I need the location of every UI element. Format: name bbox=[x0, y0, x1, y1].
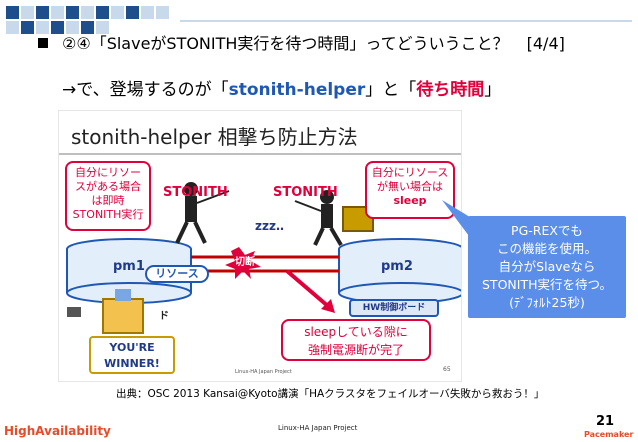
title-text: ②④「SlaveがSTONITH実行を待つ時間」ってどういうこと？ bbox=[62, 34, 509, 53]
arrow-head-icon bbox=[321, 299, 335, 313]
decor-square bbox=[66, 6, 79, 19]
decor-square bbox=[171, 6, 184, 19]
page-subtitle: →で、登場するのが「stonith-helper」と「待ち時間」 bbox=[62, 75, 501, 100]
hw-board-right-label: HW制御ボード bbox=[349, 299, 439, 317]
winner-line: YOU'RE bbox=[109, 341, 155, 354]
decor-square bbox=[126, 6, 139, 19]
node-pm1-label: pm1 bbox=[113, 259, 145, 274]
trophy-icon bbox=[102, 289, 144, 334]
pacemaker-logo: Pacemaker bbox=[584, 430, 634, 439]
header-rule bbox=[180, 20, 632, 22]
break-burst-icon bbox=[225, 247, 261, 279]
sleep-callout: sleepしている隙に 強制電源断が完了 bbox=[281, 319, 431, 361]
resource-badge: リソース bbox=[145, 265, 209, 283]
embedded-slide: stonith-helper 相撃ち防止方法 自分にリソー スがある場合 は即時… bbox=[58, 110, 462, 382]
stonith-arrow bbox=[285, 269, 331, 309]
fencer-right-icon bbox=[294, 190, 343, 247]
callout-left-line: は即時 bbox=[91, 194, 125, 207]
decor-square bbox=[156, 6, 169, 19]
subtitle-prefix: →で、登場するのが「 bbox=[62, 80, 229, 100]
callout-right-line: 自分にリソース bbox=[371, 166, 449, 179]
stonith-label-right: STONITH bbox=[273, 185, 338, 200]
fencer-left-icon bbox=[175, 182, 230, 244]
callout-right-line: が無い場合は bbox=[377, 180, 443, 193]
subtitle-suffix: 」 bbox=[484, 80, 502, 100]
pg-rex-callout: PG-REXでも この機能を使用。 自分がSlaveなら STONITH実行を待… bbox=[468, 216, 626, 318]
callout-left-line: 自分にリソー bbox=[75, 166, 141, 179]
pg-rex-callout-line: PG-REXでも bbox=[511, 223, 583, 238]
sleep-zzz-label: zzz‥ bbox=[255, 219, 284, 233]
subtitle-mid: 」と「 bbox=[365, 80, 417, 100]
page-number: 21 bbox=[596, 414, 615, 429]
pg-rex-callout-line: STONITH実行を待つ。 bbox=[482, 277, 612, 292]
slide-title-rule bbox=[59, 153, 461, 155]
source-note: 出典：OSC 2013 Kansai@Kyoto講演「HAクラスタをフェイルオー… bbox=[116, 388, 545, 400]
node-pm2-label: pm2 bbox=[381, 259, 413, 274]
decor-square bbox=[51, 6, 64, 19]
callout-right: 自分にリソース が無い場合は sleep bbox=[365, 161, 455, 219]
winner-line: WINNER! bbox=[104, 357, 160, 370]
decor-square bbox=[81, 6, 94, 19]
stonith-label-left: STONITH bbox=[163, 185, 228, 200]
decor-square bbox=[21, 21, 34, 34]
power-plug-icon bbox=[67, 307, 81, 317]
decor-square bbox=[66, 21, 79, 34]
callout-left-line: STONITH実行 bbox=[72, 208, 144, 221]
bullet-marker bbox=[38, 38, 48, 48]
disconnect-label: 切断 bbox=[235, 257, 255, 268]
decor-square bbox=[6, 21, 19, 34]
decor-square bbox=[51, 21, 64, 34]
header-decoration bbox=[6, 6, 184, 34]
slide-page-number: 65 bbox=[443, 366, 451, 373]
subtitle-helper: stonith-helper bbox=[228, 80, 366, 100]
decor-square bbox=[111, 21, 124, 34]
footer-project: Linux-HA Japan Project bbox=[278, 424, 358, 432]
decor-square bbox=[36, 21, 49, 34]
decor-square bbox=[81, 21, 94, 34]
winner-badge: YOU'RE WINNER! bbox=[89, 336, 175, 374]
page-indicator: [4/4] bbox=[526, 34, 565, 53]
sleep-callout-line: 強制電源断が完了 bbox=[307, 343, 404, 357]
callout-left: 自分にリソー スがある場合 は即時 STONITH実行 bbox=[65, 161, 151, 231]
slide-title: stonith-helper 相撃ち防止方法 bbox=[71, 125, 358, 149]
page-title: ②④「SlaveがSTONITH実行を待つ時間」ってどういうこと？ [4/4] bbox=[62, 30, 565, 54]
pg-rex-callout-line: この機能を使用。 bbox=[496, 241, 597, 256]
decor-square bbox=[6, 6, 19, 19]
decor-square bbox=[111, 6, 124, 19]
subtitle-wait: 待ち時間 bbox=[416, 80, 485, 100]
pg-rex-callout-line: 自分がSlaveなら bbox=[498, 259, 596, 274]
callout-left-line: スがある場合 bbox=[75, 180, 141, 193]
decor-square bbox=[96, 6, 109, 19]
decor-square bbox=[21, 6, 34, 19]
decor-square bbox=[96, 21, 109, 34]
decor-square bbox=[36, 6, 49, 19]
sleep-callout-line: sleepしている隙に bbox=[304, 325, 408, 339]
decor-square bbox=[141, 6, 154, 19]
high-availability-logo: HighAvailability bbox=[4, 424, 111, 438]
pg-rex-callout-line: (ﾃﾞﾌｫﾙﾄ25秒) bbox=[509, 295, 585, 310]
slide-footer: Linux-HA Japan Project bbox=[235, 369, 292, 375]
hw-board-left-label: ド bbox=[159, 311, 169, 322]
callout-right-line: sleep bbox=[393, 194, 427, 207]
